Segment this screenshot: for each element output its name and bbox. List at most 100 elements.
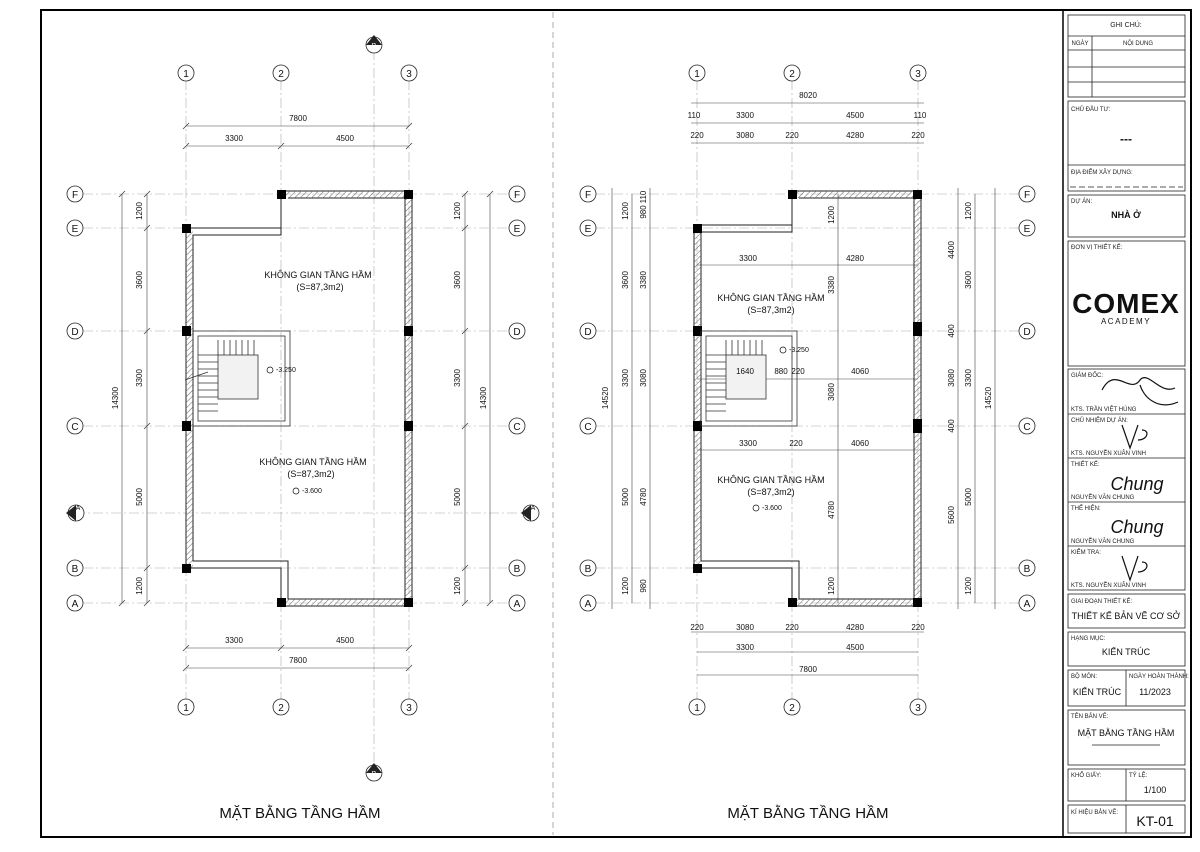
comex-logo: COMEX ACADEMY <box>1072 288 1179 326</box>
dim-left-part2: 980 <box>639 205 648 219</box>
level-marks: -3.250 -3.600 <box>752 346 809 512</box>
space-name: KHÔNG GIAN TẦNG HẦM <box>717 293 824 303</box>
sheet-border <box>40 9 1192 838</box>
dim-top-part: 4500 <box>846 111 864 120</box>
axis-labels: 1 2 3 1 2 3 F E D C B A F E D C B A <box>584 69 1030 714</box>
drafter-name: NGUYỄN VĂN CHUNG <box>1071 538 1135 545</box>
dim-left-part: 1200 <box>135 202 144 220</box>
dim-left-part: 3300 <box>621 369 630 387</box>
dim-right-part2: 400 <box>947 419 956 433</box>
dim-inner: 4780 <box>827 501 836 519</box>
dim-right-part: 1200 <box>964 202 973 220</box>
space-name: KHÔNG GIAN TẦNG HẦM <box>264 270 371 280</box>
axis-label: 1 <box>694 703 700 714</box>
scale-label: TỶ LỆ: <box>1129 771 1148 779</box>
dimension-lines <box>121 125 491 669</box>
section-b-label: B <box>372 771 377 778</box>
dim-inner: 3300 <box>739 254 757 263</box>
director-signature <box>1101 377 1179 406</box>
dim-top-part: 4500 <box>336 134 354 143</box>
dim-top-overall: 8020 <box>799 91 817 100</box>
dim-inner: 4280 <box>846 254 864 263</box>
axis-label: B <box>72 564 79 575</box>
dim-inner: 1200 <box>827 577 836 595</box>
dim-bottom-part2: 220 <box>785 623 799 632</box>
space-area: (S=87,3m2) <box>747 487 794 497</box>
dim-top-overall: 7800 <box>289 114 307 123</box>
axis-labels: 1 2 3 1 2 3 F E D C B A F E D C B A <box>71 69 520 714</box>
dim-inner: 3080 <box>827 383 836 401</box>
dim-inner: 3300 <box>739 439 757 448</box>
axis-label: 3 <box>406 703 412 714</box>
dim-bottom-overall: 7800 <box>799 665 817 674</box>
scale-value: 1/100 <box>1144 785 1167 795</box>
dimension-lines <box>611 102 996 676</box>
dim-inner: 880 <box>774 367 788 376</box>
drawing-name-value: MẶT BẰNG TẦNG HẦM <box>1078 728 1175 738</box>
axis-label: D <box>1023 327 1030 338</box>
stair-core <box>184 330 291 427</box>
dim-top-part: 110 <box>914 111 927 120</box>
dim-left-part: 5000 <box>135 488 144 506</box>
dim-top-part2: 220 <box>911 131 925 140</box>
dim-left-part2: 110 <box>639 190 648 203</box>
title-block: GHI CHÚ: NGÀY NỘI DUNG CHỦ ĐẦU TƯ: --- Đ… <box>1067 14 1189 834</box>
dim-inner: 1200 <box>827 206 836 224</box>
date-label: NGÀY HOÀN THÀNH: <box>1129 673 1189 680</box>
dim-left-part2: 980 <box>639 579 648 593</box>
dim-left-part: 1200 <box>135 577 144 595</box>
logo-sub: ACADEMY <box>1101 317 1151 326</box>
axis-label: 1 <box>183 69 189 80</box>
project-lead-label: CHỦ NHIỆM DỰ ÁN: <box>1071 416 1128 424</box>
design-signature: Chung <box>1110 474 1163 494</box>
section-markers: B B A A <box>66 35 540 782</box>
project-lead-name: KTS. NGUYỄN XUÂN VINH <box>1071 450 1146 457</box>
axis-label: 1 <box>183 703 189 714</box>
dim-right-part: 3600 <box>964 271 973 289</box>
plan-left: 1 2 3 1 2 3 F E D C B A F E D C B A B B <box>66 35 540 822</box>
drafter-signature: Chung <box>1110 517 1163 537</box>
dim-top-part2: 4280 <box>846 131 864 140</box>
dim-inner: 4060 <box>851 439 869 448</box>
level-text: -3.250 <box>789 347 809 354</box>
dim-right-part2: 400 <box>947 324 956 338</box>
space-name: KHÔNG GIAN TẦNG HẦM <box>259 457 366 467</box>
room-labels: KHÔNG GIAN TẦNG HẦM (S=87,3m2) KHÔNG GIA… <box>717 293 824 497</box>
vertical-dimension-texts: 14520 1200 3600 3300 5000 1200 110 980 3… <box>601 190 993 595</box>
dim-top-part: 3300 <box>225 134 243 143</box>
dept-label: BỘ MÔN: <box>1071 673 1097 680</box>
dim-top-part2: 220 <box>785 131 799 140</box>
axis-label: 2 <box>278 703 284 714</box>
plan-right: 1 2 3 1 2 3 F E D C B A F E D C B A 8020… <box>579 64 1036 822</box>
investor-value: --- <box>1120 132 1132 146</box>
level-text: -3.600 <box>762 505 782 512</box>
level-icon <box>292 487 300 495</box>
axis-label: C <box>584 422 591 433</box>
dim-inner: 220 <box>791 367 805 376</box>
dim-right-part: 3300 <box>964 369 973 387</box>
checker-name: KTS. NGUYỄN XUÂN VINH <box>1071 582 1146 589</box>
category-label: HẠNG MỤC: <box>1071 636 1106 642</box>
space-name: KHÔNG GIAN TẦNG HẦM <box>717 475 824 485</box>
dim-right-part: 1200 <box>453 202 462 220</box>
axis-label: F <box>585 190 591 201</box>
axis-label: 2 <box>789 69 795 80</box>
dim-left-part: 1200 <box>621 577 630 595</box>
dim-left-overall: 14300 <box>111 386 120 409</box>
level-text: -3.250 <box>276 367 296 374</box>
grid-lines <box>595 80 1020 700</box>
dim-left-part: 5000 <box>621 488 630 506</box>
project-label: DỰ ÁN: <box>1071 198 1092 205</box>
room-labels: KHÔNG GIAN TẦNG HẦM (S=87,3m2) KHÔNG GIA… <box>259 270 371 479</box>
axis-bubbles <box>66 64 526 716</box>
axis-label: A <box>1024 599 1031 610</box>
dim-left-part: 1200 <box>621 202 630 220</box>
dim-left-part: 3600 <box>621 271 630 289</box>
director-label: GIÁM ĐỐC: <box>1071 372 1103 379</box>
dim-right-overall: 14520 <box>984 386 993 409</box>
axis-label: D <box>584 327 591 338</box>
checker-signature <box>1121 555 1148 582</box>
dim-left-part2: 3380 <box>639 271 648 289</box>
dim-bottom-part2: 220 <box>911 623 925 632</box>
